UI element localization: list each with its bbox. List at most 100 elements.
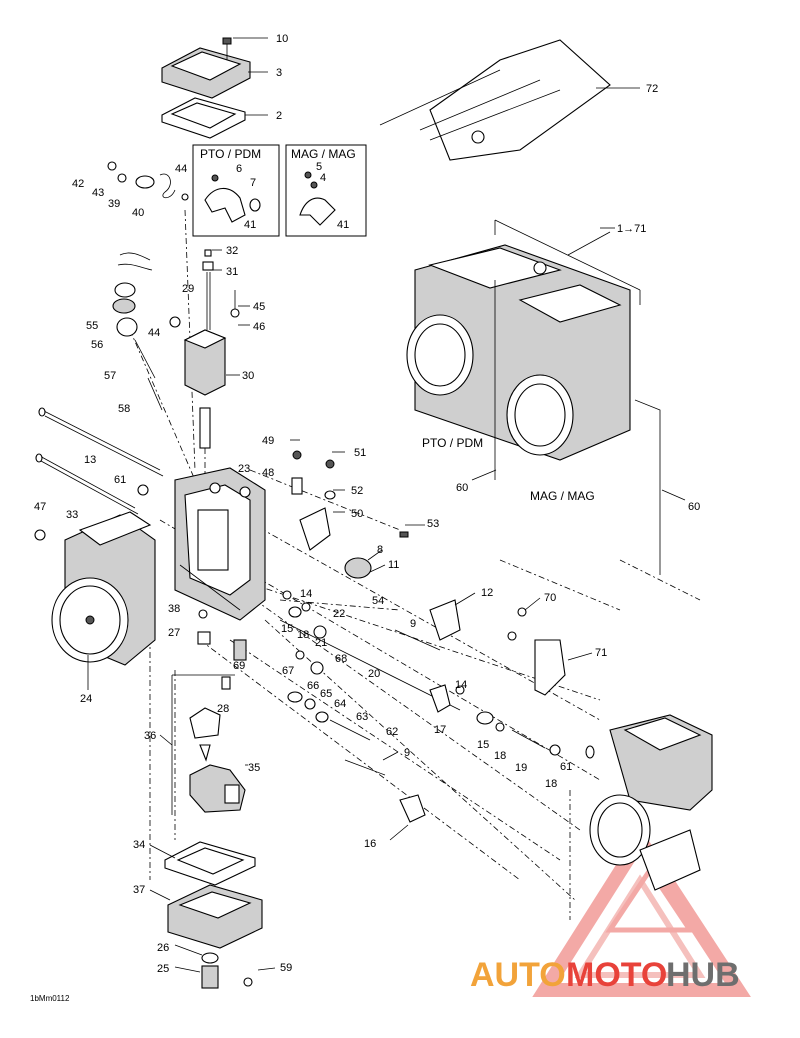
callout-68: 68 [335, 653, 347, 665]
callout-50: 50 [351, 508, 363, 520]
callout-45: 45 [253, 301, 265, 313]
callout-51: 51 [354, 447, 366, 459]
callout-20: 20 [368, 668, 380, 680]
figure-code: 1bMm0112 [30, 994, 70, 1003]
callout-31: 31 [226, 266, 238, 278]
callout-35: 35 [248, 762, 260, 774]
callout-29: 29 [182, 283, 194, 295]
callout-61a: 61 [114, 474, 126, 486]
callout-56: 56 [91, 339, 103, 351]
callout-30: 30 [242, 370, 254, 382]
tool-kit [379, 39, 611, 161]
throttle-bracket-hardware [107, 161, 189, 201]
callout-16: 16 [364, 838, 376, 850]
mag-side-label: MAG / MAG [530, 489, 595, 503]
callout-69: 69 [233, 660, 245, 672]
callout-46: 46 [253, 321, 265, 333]
mag-box-title: MAG / MAG [291, 147, 356, 161]
callout-42: 42 [72, 178, 84, 190]
callout-49: 49 [262, 435, 274, 447]
watermark-auto: AUTO [470, 956, 566, 994]
callout-15b: 15 [477, 739, 489, 751]
callout-27: 27 [168, 627, 180, 639]
pto-box-title: PTO / PDM [200, 147, 261, 161]
callout-labels: 10 3 2 6 7 41 5 4 41 42 43 39 40 44 32 3… [34, 33, 700, 975]
callout-10: 10 [276, 33, 288, 45]
callout-26: 26 [157, 942, 169, 954]
watermark-hub: HUB [666, 956, 740, 994]
callout-4: 4 [320, 172, 326, 184]
choke-plunger-assembly [112, 252, 181, 411]
callout-38: 38 [168, 603, 180, 615]
callout-39: 39 [108, 198, 120, 210]
callout-3: 3 [276, 67, 282, 79]
callout-63: 63 [356, 711, 368, 723]
watermark-moto: MOTO [566, 956, 667, 994]
callout-64: 64 [334, 698, 346, 710]
callout-65: 65 [320, 688, 332, 700]
mag-detail-box: MAG / MAG [285, 144, 367, 237]
leader-lines [87, 37, 686, 973]
callout-37: 37 [133, 884, 145, 896]
callout-40: 40 [132, 207, 144, 219]
carburetor-body-right [589, 714, 713, 891]
callout-60b: 60 [688, 501, 700, 513]
callout-33: 33 [66, 509, 78, 521]
callout-18c: 18 [545, 778, 557, 790]
callout-32: 32 [226, 245, 238, 257]
callout-43: 43 [92, 187, 104, 199]
pto-side-label: PTO / PDM [422, 436, 483, 450]
callout-2: 2 [276, 110, 282, 122]
pto-detail-box: PTO / PDM [192, 144, 280, 237]
callout-58: 58 [118, 403, 130, 415]
callout-7: 7 [250, 177, 256, 189]
callout-60a: 60 [456, 482, 468, 494]
linkage-parts [197, 590, 371, 741]
callout-36: 36 [144, 730, 156, 742]
callout-14b: 14 [455, 679, 467, 691]
right-linkage-parts [344, 684, 595, 823]
callout-52: 52 [351, 485, 363, 497]
callout-55: 55 [86, 320, 98, 332]
needle-and-slide [183, 249, 240, 449]
callout-18b: 18 [494, 750, 506, 762]
callout-59: 59 [280, 962, 292, 974]
callout-12: 12 [481, 587, 493, 599]
callout-22: 22 [333, 608, 345, 620]
watermark-logo [532, 827, 751, 997]
callout-54: 54 [372, 595, 384, 607]
callout-17: 17 [434, 724, 446, 736]
assembly-bracket [494, 219, 641, 305]
callout-62: 62 [386, 726, 398, 738]
callout-11: 11 [388, 559, 399, 571]
callout-48: 48 [262, 467, 274, 479]
callout-67: 67 [282, 665, 294, 677]
gasket-2 [161, 97, 246, 139]
callout-57: 57 [104, 370, 116, 382]
callout-25: 25 [157, 963, 169, 975]
callout-15a: 15 [281, 623, 293, 635]
callout-61b: 61 [560, 761, 572, 773]
float-bowl [164, 841, 263, 989]
watermark-text: AUTO MOTO HUB [470, 956, 740, 994]
callout-44b: 44 [148, 327, 160, 339]
callout-47: 47 [34, 501, 46, 513]
callout-66: 66 [307, 680, 319, 692]
callout-8: 8 [377, 544, 383, 556]
callout-19: 19 [515, 762, 527, 774]
carburetor-assembly [406, 244, 661, 575]
callout-9b: 9 [404, 747, 410, 759]
callout-1-71: 1→71 [617, 223, 646, 235]
callout-41a: 41 [244, 219, 256, 231]
carburetor-body-left [174, 467, 266, 621]
callout-5: 5 [316, 161, 322, 173]
callout-13: 13 [84, 454, 96, 466]
callout-21: 21 [315, 637, 327, 649]
callout-72: 72 [646, 83, 658, 95]
callout-53: 53 [427, 518, 439, 530]
callout-18a: 18 [297, 629, 309, 641]
callout-9a: 9 [410, 618, 416, 630]
callout-44a: 44 [175, 163, 187, 175]
callout-6: 6 [236, 163, 242, 175]
